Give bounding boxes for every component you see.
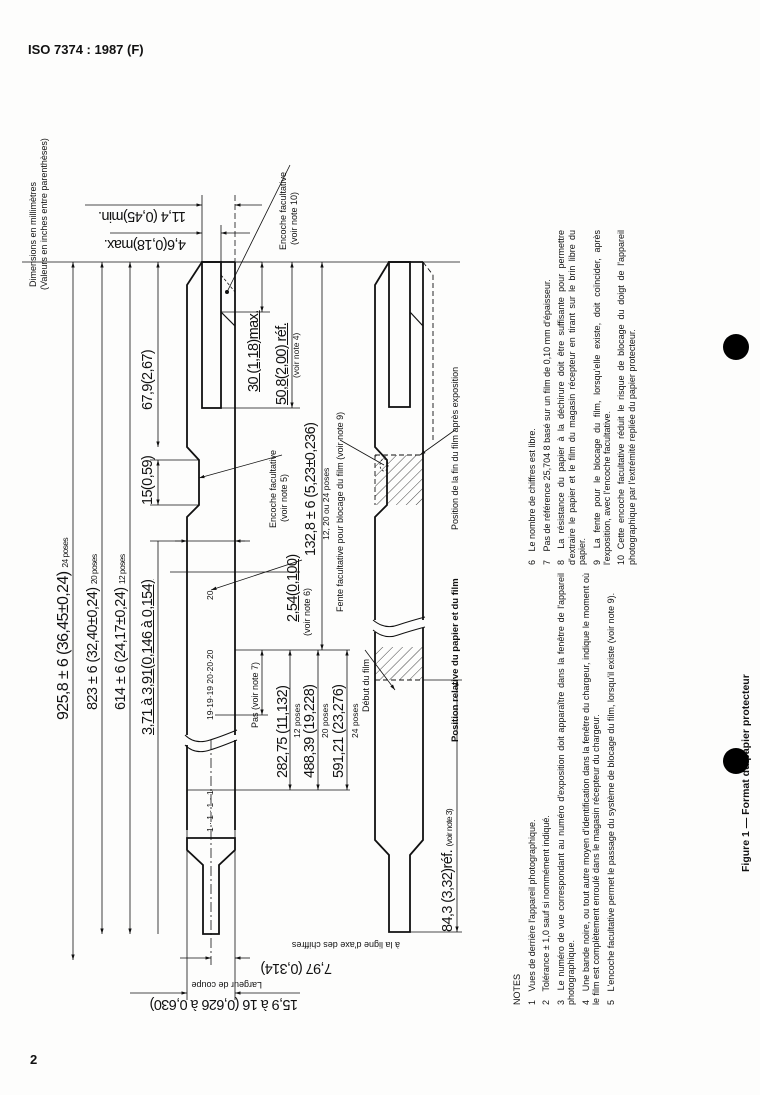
frame-numbers-20: 20 — [205, 590, 215, 600]
note-number: 7 — [541, 559, 552, 565]
encoche-5-label: Encoche facultative — [268, 449, 278, 528]
note-number: 1 — [526, 999, 537, 1005]
dim-282-75: 282,75 (11,132) — [275, 685, 291, 778]
dim-84-3: 84,3 (3,32)réf. (voir note 3) — [440, 808, 456, 932]
dim-15: 15(0,59) — [140, 455, 156, 505]
note-number: 3 — [556, 999, 567, 1005]
dimension-lines — [22, 164, 462, 1000]
note-item: 4 Une bande noire, ou tout autre moyen d… — [581, 573, 601, 1005]
note-number: 2 — [541, 999, 552, 1005]
punch-hole — [723, 334, 749, 360]
note-text: L'encoche facultative permet le passage … — [605, 592, 616, 992]
note-text: Une bande noire, ou tout autre moyen d'i… — [581, 573, 602, 1005]
dim-30: 30 (1,18)max. — [246, 310, 262, 392]
note-text: Le numéro de vue correspondant au numéro… — [556, 573, 577, 1005]
figure-caption: Figure 1 — Format du papier protecteur — [740, 674, 752, 872]
notes-column-left: NOTES 1 Vues de derrière l'appareil phot… — [512, 573, 621, 1005]
largeur-label: Largeur de coupe — [191, 980, 262, 990]
dim-925: 925,8 ± 6 (36,45±0,24) 24 poses — [55, 537, 72, 720]
dim-282-75-poses: 12 poses — [292, 703, 302, 739]
note-number: 4 — [581, 999, 592, 1005]
notes-heading: NOTES — [512, 973, 522, 1005]
note-text: Vues de derrière l'appareil photographiq… — [526, 819, 537, 992]
note-text: Le nombre de chiffres est libre. — [527, 428, 537, 552]
note-item: 7 Pas de référence 25,704 8 basé sur un … — [542, 230, 552, 565]
dim-371: 3,71 à 3,91(0,146 à 0,154) — [140, 579, 156, 735]
encoche-10-label: Encoche facultative — [278, 171, 288, 250]
dim-591-21-poses: 24 poses — [350, 703, 360, 739]
note-number: 10 — [616, 554, 627, 565]
dim-614: 614 ± 6 (24,17±0,24) 12 poses — [113, 554, 129, 710]
ligne-axe-label: à la ligne d'axe des chiffres — [291, 940, 400, 950]
lower-strip-outline — [372, 261, 426, 933]
dim-7-97: 7,97 (0,314) — [261, 960, 332, 976]
dim-4-6: 4,6(0,18)max. — [104, 236, 186, 252]
note-text: Pas de référence 25,704 8 basé sur un fi… — [541, 279, 552, 552]
dim-488-39: 488,39 (19,228) — [302, 684, 318, 778]
note-item: 8 La résistance du papier à la déchirure… — [556, 230, 587, 565]
dim-591-21: 591,21 (23,276) — [331, 684, 347, 778]
note-item: 5 L'encoche facultative permet le passag… — [606, 573, 616, 1005]
note-text: Tolérance ± 1,0 sauf si nommément indiqu… — [541, 815, 552, 992]
dim-11-4: 11,4 (0,45)min. — [98, 208, 186, 224]
note-item: 10 Cette encoche facultative réduit le r… — [616, 230, 636, 565]
fin-film-label: Position de la fin du film après exposit… — [450, 366, 460, 530]
note-item: 2 Tolérance ± 1,0 sauf si nommément indi… — [541, 573, 551, 1005]
dim-132-8: 132,8 ± 6 (5,23±0,236) — [303, 422, 319, 556]
punch-hole — [723, 748, 749, 774]
dim-488-39-poses: 20 poses — [320, 703, 330, 739]
encoche-10-note: (voir note 10) — [289, 191, 299, 245]
position-heading: Position relative du papier et du film — [450, 578, 461, 742]
note-text: La fente pour le blocage du film, lorsqu… — [591, 230, 612, 565]
upper-strip-outline — [184, 261, 238, 935]
note-number: 9 — [591, 559, 602, 565]
voir-note-4: (voir note 4) — [291, 332, 301, 378]
debut-film-label: Début du film — [361, 658, 371, 712]
pas-label: Pas (voir note 7) — [250, 661, 260, 728]
units-note-line2: (Valeurs en inches entre parenthèses) — [39, 138, 49, 290]
dim-2-54: 2,54(0,100) — [285, 554, 301, 622]
frame-numbers-19-20: 19·19·19 20·20·20 — [205, 649, 215, 720]
dim-823: 823 ± 6 (32,40±0,24) 20 poses — [85, 554, 101, 710]
dim-67-9: 67,9(2,67) — [140, 349, 156, 410]
note-number: 5 — [605, 999, 616, 1005]
units-note-line1: Dimensions en millimètres — [28, 181, 38, 287]
page-number: 2 — [30, 1052, 38, 1067]
note-item: 9 La fente pour le blocage du film, lors… — [592, 230, 612, 565]
note-text: Cette encoche facultative réduit le risq… — [616, 230, 637, 565]
voir-note-6: (voir note 6) — [302, 587, 312, 636]
fente-label: Fente facultative pour blocage du film (… — [335, 411, 345, 612]
note-item: 1 Vues de derrière l'appareil photograph… — [527, 573, 537, 1005]
encoche-5-note: (voir note 5) — [279, 473, 289, 522]
note-number: 6 — [527, 559, 537, 565]
note-text: La résistance du papier à la déchirure d… — [556, 230, 587, 565]
dim-50-8: 50,8(2,00) réf. — [274, 322, 290, 405]
dim-132-8-poses: 12, 20 ou 24 poses — [321, 467, 331, 540]
notes-column-right: 6 Le nombre de chiffres est libre. 7 Pas… — [527, 230, 641, 565]
note-item: 6 Le nombre de chiffres est libre. — [527, 230, 537, 565]
frame-numbers-1: 1 · 1 · 1 · 1 — [205, 790, 215, 832]
dim-15-9: 15,9 à 16 (0,626 à 0,630) — [150, 996, 298, 1012]
document-header: ISO 7374 : 1987 (F) — [28, 42, 144, 57]
note-item: 3 Le numéro de vue correspondant au numé… — [556, 573, 576, 1005]
note-number: 8 — [556, 559, 567, 565]
